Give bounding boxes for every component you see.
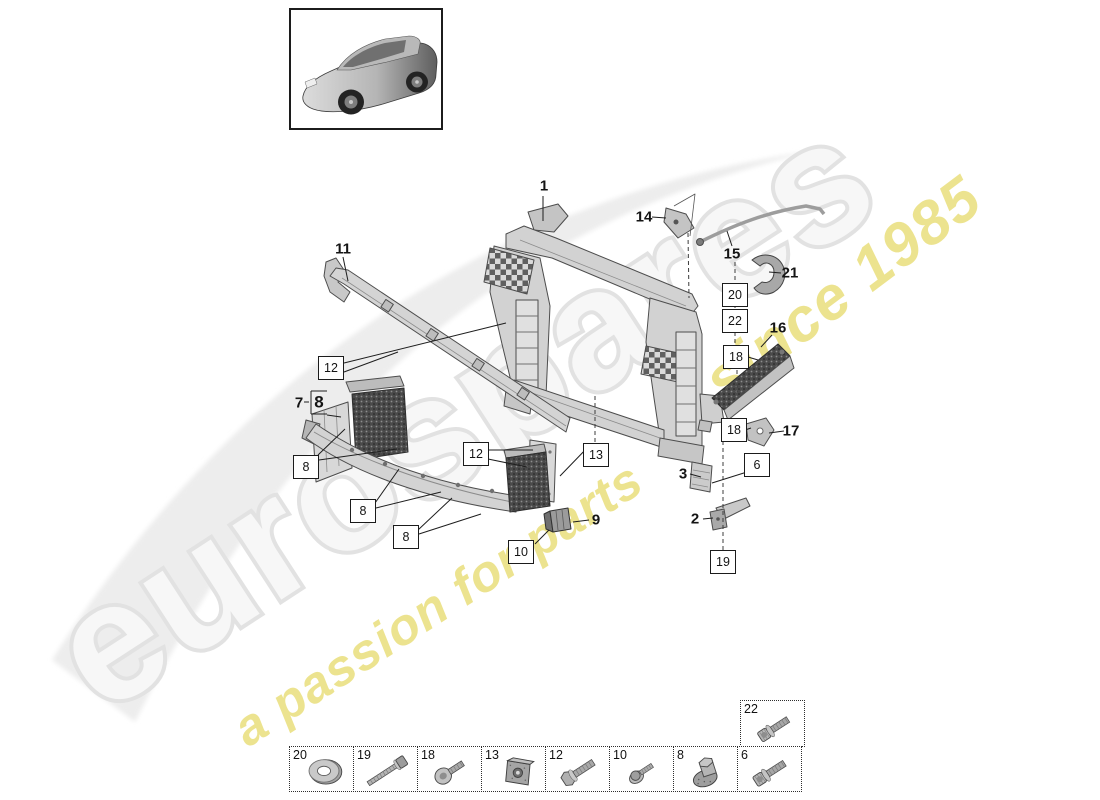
bracket-part-17: [745, 417, 775, 447]
legend-cell-20[interactable]: 20: [289, 746, 354, 792]
callout-17[interactable]: 17: [782, 422, 800, 440]
callout-8-c[interactable]: 8: [393, 525, 419, 549]
legend-cell-22[interactable]: 22: [740, 700, 805, 747]
pan-head-screw-icon: [434, 760, 465, 785]
long-hex-bolt-icon: [366, 755, 408, 787]
impact-sensor-block: [543, 507, 572, 533]
legend-label-12: 12: [549, 748, 563, 762]
frame-top-mount-bracket: [527, 203, 569, 233]
legend-label-6: 6: [741, 748, 748, 762]
callout-19[interactable]: 19: [710, 550, 736, 574]
watermark-brand: eurospares: [19, 79, 906, 746]
legend-cell-8[interactable]: 8: [673, 746, 738, 792]
legend-cell-6[interactable]: 6: [737, 746, 802, 792]
washer-icon: [308, 759, 343, 785]
callout-12-a[interactable]: 12: [318, 356, 344, 380]
dashed-assembly-lines: [594, 232, 738, 550]
left-crash-box: [311, 375, 409, 483]
legend-label-22: 22: [744, 702, 758, 716]
bumper-carrier-rail: [323, 257, 571, 433]
bumper-reinforcement-beam: [301, 419, 519, 513]
callout-10[interactable]: 10: [508, 540, 534, 564]
grommet-nut-icon: [692, 757, 718, 788]
legend-cell-19[interactable]: 19: [353, 746, 418, 792]
callout-15[interactable]: 15: [723, 245, 741, 263]
torx-washer-screw-icon: [757, 716, 791, 742]
bracket-part-2: [709, 497, 751, 531]
bracket-part-21: [751, 254, 786, 295]
legend-cell-10[interactable]: 10: [609, 746, 674, 792]
callout-16[interactable]: 16: [769, 319, 787, 337]
callout-12-b[interactable]: 12: [463, 442, 489, 466]
radiator-support-frame: [483, 203, 705, 465]
legend-label-8: 8: [677, 748, 684, 762]
callout-11[interactable]: 11: [335, 240, 351, 258]
callout-8-bold[interactable]: 8: [314, 392, 324, 412]
callout-8-a[interactable]: 8: [293, 455, 319, 479]
legend-cell-13[interactable]: 13: [481, 746, 546, 792]
legend-label-19: 19: [357, 748, 371, 762]
suv-illustration: [302, 35, 438, 115]
callout-20[interactable]: 20: [722, 283, 748, 307]
callout-7[interactable]: 7: [294, 394, 304, 412]
callout-8-b[interactable]: 8: [350, 499, 376, 523]
small-washer-screw-icon: [629, 762, 654, 784]
callout-22[interactable]: 22: [722, 309, 748, 333]
callout-9[interactable]: 9: [591, 511, 601, 529]
callout-14[interactable]: 14: [635, 208, 653, 226]
clip-nut-icon: [505, 757, 535, 786]
callout-18-b[interactable]: 18: [721, 418, 747, 442]
hex-flange-bolt-icon: [560, 759, 596, 787]
right-crash-box: [503, 439, 557, 513]
callout-leader-lines: [304, 196, 785, 545]
callout-18-a[interactable]: 18: [723, 345, 749, 369]
legend-label-18: 18: [421, 748, 435, 762]
legend-label-10: 10: [613, 748, 627, 762]
support-rod-part-15: [696, 204, 826, 246]
legend-cell-12[interactable]: 12: [545, 746, 610, 792]
callout-21[interactable]: 21: [781, 264, 799, 282]
torx-washer-screw-icon: [752, 759, 787, 787]
fastener-legend: 20 19 18 13: [289, 746, 802, 792]
vehicle-thumbnail: [289, 8, 443, 130]
legend-label-20: 20: [293, 748, 307, 762]
callout-3[interactable]: 3: [678, 465, 688, 483]
callout-1[interactable]: 1: [539, 177, 549, 195]
swoosh-curve: [52, 150, 820, 722]
legend-cell-18[interactable]: 18: [417, 746, 482, 792]
callout-2[interactable]: 2: [690, 510, 700, 528]
watermark: eurospares a passion for parts since 198…: [15, 75, 994, 757]
bracket-part-14: [663, 193, 696, 239]
callout-7-8-bracket: [304, 390, 342, 418]
callout-6[interactable]: 6: [744, 453, 770, 477]
legend-label-13: 13: [485, 748, 499, 762]
callout-13[interactable]: 13: [583, 443, 609, 467]
auxiliary-cooler: [697, 343, 795, 433]
